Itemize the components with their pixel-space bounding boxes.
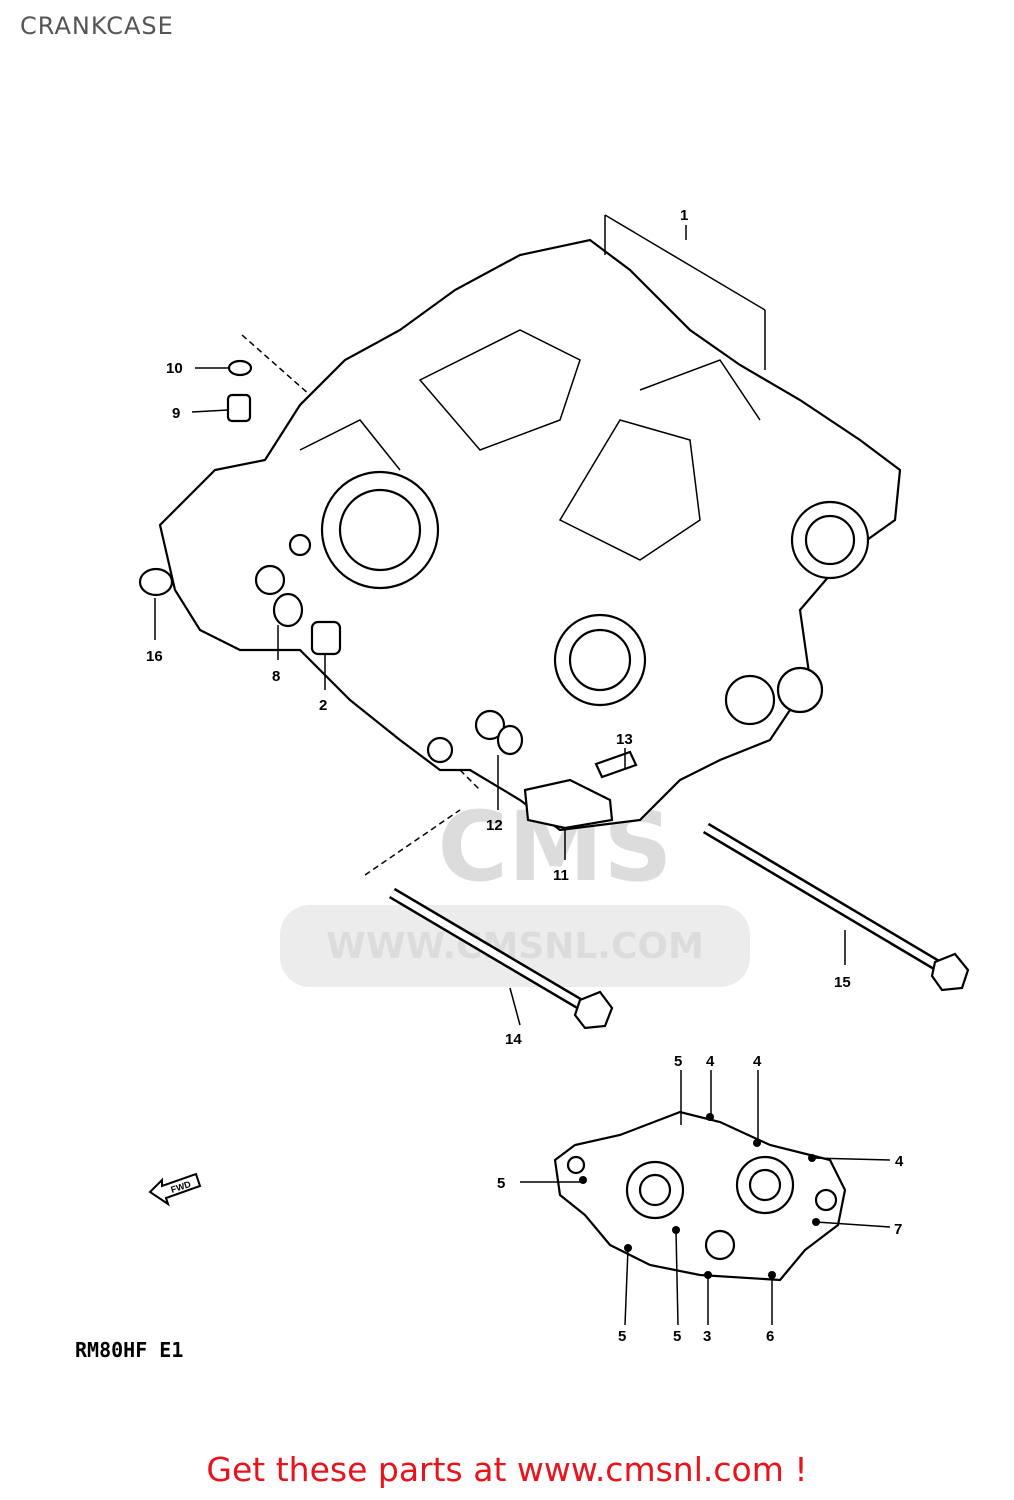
fwd-arrow: FWD — [148, 1172, 202, 1207]
callout-2: 2 — [319, 697, 327, 714]
bolt-part-9 — [226, 393, 252, 423]
callout-4c: 4 — [895, 1153, 904, 1170]
callout-5b: 5 — [497, 1175, 505, 1192]
bolt-part-15 — [702, 822, 970, 992]
callout-1: 1 — [680, 207, 688, 224]
callouts: 1 10 9 16 8 2 13 12 11 15 14 5 4 4 4 5 7… — [146, 207, 904, 1345]
callout-12: 12 — [486, 817, 503, 834]
callout-13: 13 — [616, 731, 633, 748]
callout-10: 10 — [166, 360, 183, 377]
model-code: RM80HF E1 — [75, 1338, 184, 1362]
callout-8: 8 — [272, 668, 280, 685]
parts-link-footer[interactable]: Get these parts at www.cmsnl.com ! — [206, 1450, 808, 1489]
callout-11: 11 — [553, 867, 569, 884]
fitting-part-11 — [523, 778, 614, 830]
washer-part-10 — [227, 359, 253, 377]
callout-16: 16 — [146, 648, 163, 665]
callout-5a: 5 — [674, 1053, 682, 1070]
inner-leader-lines — [520, 1070, 891, 1326]
callout-4a: 4 — [706, 1053, 715, 1070]
callout-5c: 5 — [618, 1328, 626, 1345]
screw-part-13 — [594, 750, 638, 779]
callout-6: 6 — [766, 1328, 774, 1345]
callout-4b: 4 — [753, 1053, 762, 1070]
leader-lines — [154, 214, 846, 1026]
oring-part-8 — [272, 592, 304, 628]
dowel-part-2 — [310, 620, 342, 656]
callout-5d: 5 — [673, 1328, 681, 1345]
watermark: WWW.CMSNL.COM CMS — [280, 791, 750, 987]
crankcase-main — [158, 238, 902, 832]
cap-part-16 — [138, 567, 174, 597]
callout-9: 9 — [172, 405, 180, 422]
bolt-part-14 — [388, 887, 614, 1030]
callout-14: 14 — [505, 1031, 522, 1048]
callout-15: 15 — [834, 974, 851, 991]
page-title: CRANKCASE — [20, 12, 174, 40]
oring-part-12 — [496, 724, 524, 756]
callout-3: 3 — [703, 1328, 711, 1345]
callout-7: 7 — [894, 1221, 902, 1238]
crankcase-inner-view — [553, 1110, 847, 1282]
